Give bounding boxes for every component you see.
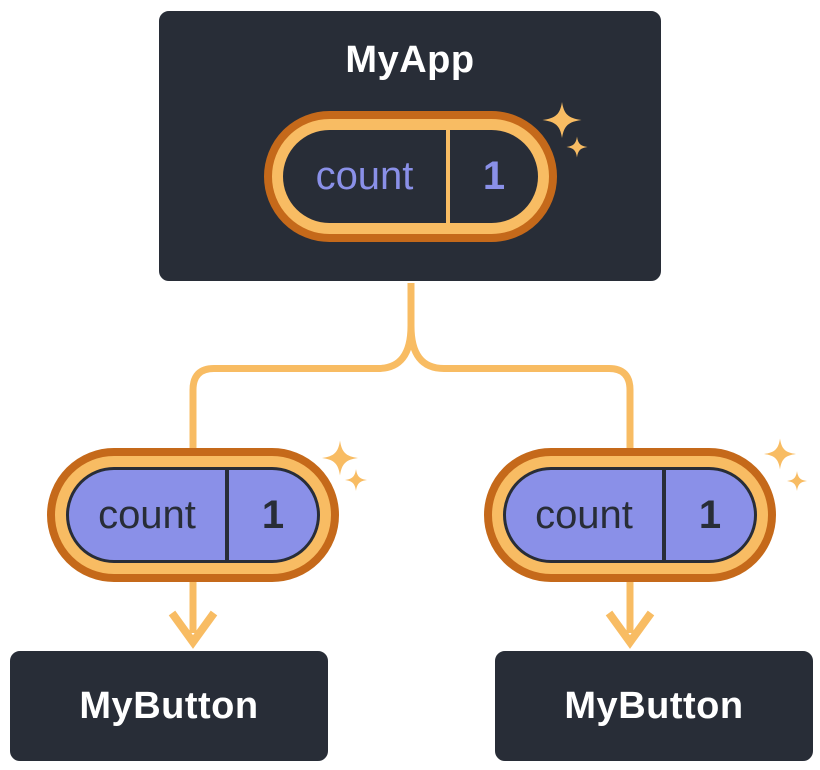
state-value: 1	[446, 130, 538, 223]
component-box-mybutton-left: MyButton	[8, 649, 330, 763]
component-title: MyButton	[79, 684, 259, 727]
prop-pill-inner: count 1	[66, 467, 320, 563]
prop-pill-left: count 1	[47, 448, 339, 582]
component-title: MyApp	[345, 39, 475, 81]
prop-value: 1	[662, 470, 754, 560]
prop-pill-right: count 1	[484, 448, 776, 582]
prop-pill-inner: count 1	[503, 467, 757, 563]
prop-value: 1	[225, 470, 317, 560]
prop-name: count	[535, 492, 633, 537]
left-arrowhead-icon	[168, 610, 218, 649]
right-arrowhead-icon	[605, 610, 655, 649]
component-title: MyButton	[564, 684, 744, 727]
sparkle-icon	[764, 438, 807, 491]
state-pill-inner: count 1	[283, 130, 538, 223]
component-box-myapp: MyApp count 1	[157, 9, 663, 283]
state-pill: count 1	[264, 111, 557, 242]
state-name: count	[315, 154, 414, 198]
prop-name: count	[98, 492, 196, 537]
component-box-mybutton-right: MyButton	[493, 649, 815, 763]
